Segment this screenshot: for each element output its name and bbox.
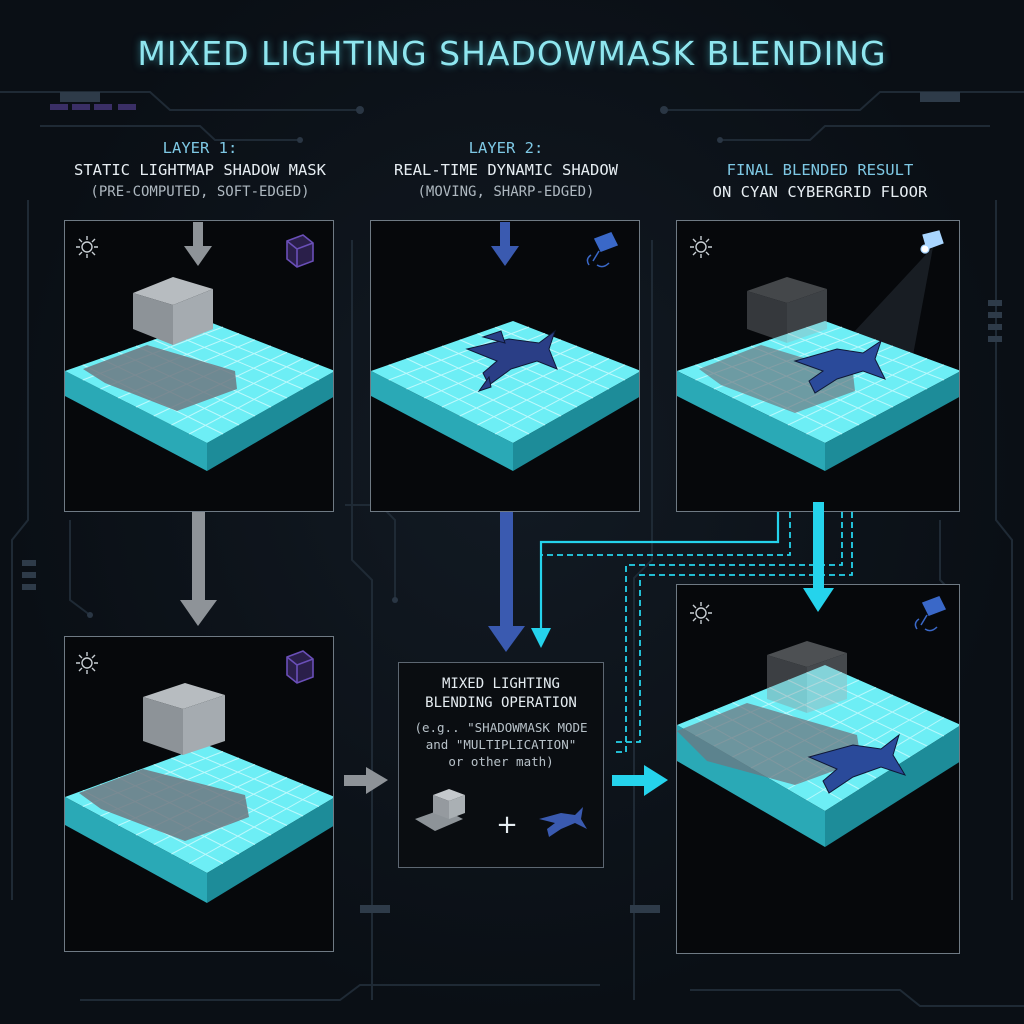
dashed-feedback (540, 512, 853, 753)
plus-sign: + (496, 810, 518, 840)
layer1-name: STATIC LIGHTMAP SHADOW MASK (74, 161, 326, 179)
layer1-header: LAYER 1: STATIC LIGHTMAP SHADOW MASK (PR… (40, 137, 360, 203)
static-arrow-1 (184, 222, 212, 266)
operation-title: MIXED LIGHTING BLENDING OPERATION (399, 675, 603, 713)
diagram-title: MIXED LIGHTING SHADOWMASK BLENDING (137, 34, 887, 73)
static-mask-output-panel (64, 636, 334, 952)
layer2-note: (MOVING, SHARP-EDGED) (417, 184, 595, 200)
layer1-label: LAYER 1: (162, 139, 238, 157)
ship-5 (807, 733, 907, 794)
op-to-final-arrow (612, 765, 668, 796)
sun-icon-4 (76, 652, 98, 674)
final-blended-panel (676, 220, 960, 512)
final-label: FINAL BLENDED RESULT (726, 161, 914, 179)
sun-icon (76, 236, 98, 258)
gray-block-icon (415, 789, 465, 831)
spotlight-icon-3 (920, 230, 944, 254)
feedback-line (539, 512, 780, 630)
ship-3 (793, 339, 887, 394)
dynamic-arrow-2 (488, 512, 525, 652)
static-arrow-2 (180, 512, 217, 626)
spotlight-icon (586, 232, 619, 268)
blending-operation-box: MIXED LIGHTING BLENDING OPERATION (e.g..… (398, 662, 604, 868)
sun-icon-5 (690, 602, 712, 624)
cyber-floor-2 (371, 321, 639, 471)
final-result-panel (676, 584, 960, 954)
operation-title-line1: MIXED LIGHTING (441, 676, 560, 692)
dynamic-arrow-1 (491, 222, 519, 266)
layer2-name: REAL-TIME DYNAMIC SHADOW (394, 161, 618, 179)
gray-block (133, 277, 213, 345)
static-lightmap-panel (64, 220, 334, 512)
ship-icon (539, 807, 587, 837)
final-name: ON CYAN CYBERGRID FLOOR (712, 183, 928, 201)
ship (465, 329, 558, 392)
operation-title-line2: BLENDING OPERATION (425, 695, 577, 711)
spotlight-icon-5 (914, 596, 947, 632)
cube-icon-4 (286, 650, 314, 684)
dynamic-shadow-panel (370, 220, 640, 512)
layer2-label: LAYER 2: (468, 139, 544, 157)
final-down-arrow (803, 502, 834, 612)
layer2-header: LAYER 2: REAL-TIME DYNAMIC SHADOW (MOVIN… (346, 137, 666, 203)
final-header: FINAL BLENDED RESULT ON CYAN CYBERGRID F… (660, 159, 980, 203)
static-to-op-arrow (344, 767, 388, 794)
layer1-note: (PRE-COMPUTED, SOFT-EDGED) (90, 184, 310, 200)
cube-icon (286, 234, 314, 268)
sun-icon-3 (690, 236, 712, 258)
operation-subtitle: (e.g.. "SHADOWMASK MODE and "MULTIPLICAT… (414, 720, 588, 769)
soft-shadow (83, 345, 237, 411)
feedback-arrowhead (531, 628, 551, 648)
